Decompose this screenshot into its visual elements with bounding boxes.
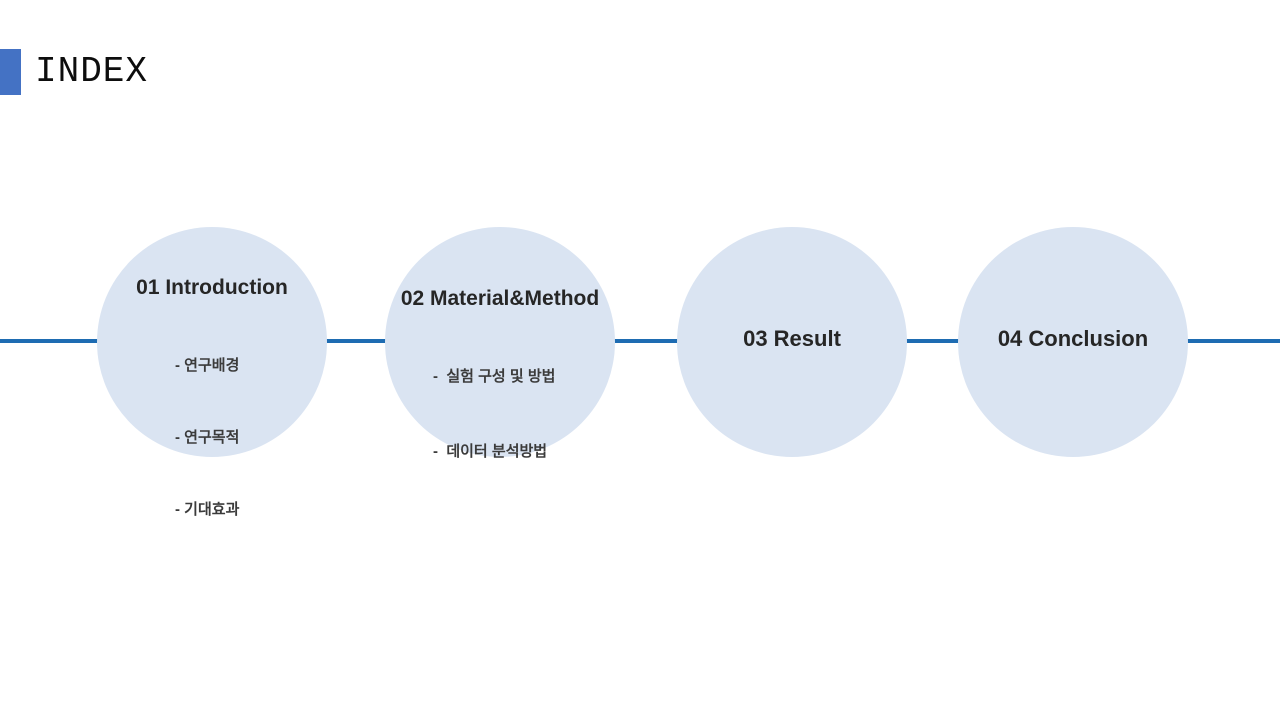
toc-circle-title: 03 Result bbox=[743, 326, 841, 351]
page-title: INDEX bbox=[35, 51, 149, 92]
toc-subitem: - 기대효과 bbox=[175, 501, 240, 518]
timeline-line bbox=[0, 339, 1280, 343]
toc-subitem: - 연구배경 bbox=[175, 357, 240, 374]
toc-circle-title: 01 Introduction bbox=[136, 276, 288, 299]
toc-sublist: - 연구배경 - 연구목적 - 기대효과 bbox=[175, 322, 239, 572]
toc-circle-title: 04 Conclusion bbox=[997, 326, 1149, 351]
toc-subitem: - 실험 구성 및 방법 bbox=[433, 368, 556, 385]
toc-circle-introduction: 01 Introduction - 연구배경 - 연구목적 - 기대효과 bbox=[97, 227, 327, 518]
toc-circle-result: 03 Result bbox=[677, 227, 907, 457]
toc-circle-conclusion: 04 Conclusion bbox=[958, 227, 1188, 457]
toc-subitem: - 데이터 분석방법 bbox=[433, 443, 548, 460]
toc-circle-material-method: 02 Material&Method - 실험 구성 및 방법 - 데이터 분석… bbox=[385, 227, 615, 460]
toc-circle-title: 02 Material&Method bbox=[400, 287, 600, 310]
toc-sublist: - 실험 구성 및 방법 - 데이터 분석방법 bbox=[433, 333, 555, 517]
title-accent-bar bbox=[0, 49, 21, 95]
toc-subitem: - 연구목적 bbox=[175, 429, 240, 446]
